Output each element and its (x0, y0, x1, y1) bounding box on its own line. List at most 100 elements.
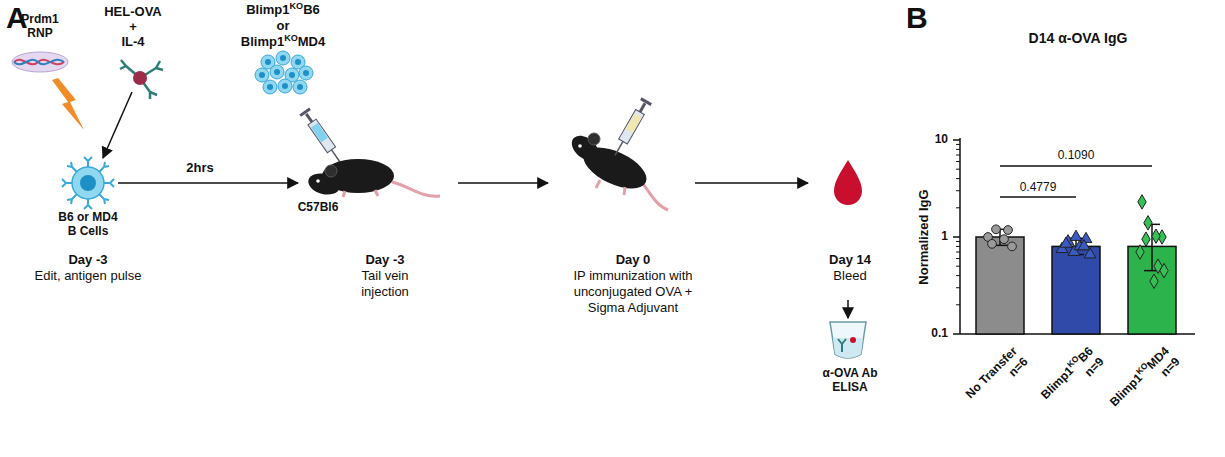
text-line: IL-4 (104, 34, 162, 49)
text-line: Day 14 (829, 252, 871, 268)
data-point (1144, 216, 1152, 230)
data-point (1008, 242, 1017, 251)
label-text: B6 or MD4 B Cells (58, 210, 117, 238)
label-text: + (129, 19, 137, 34)
label-text: B (906, 1, 928, 34)
label-text: Blimp1 (241, 34, 284, 49)
text-group: 2hrs (186, 160, 213, 176)
label-text: Blimp1 (246, 2, 289, 17)
text-line: Blimp1KOMD4 (241, 34, 325, 50)
text-group: Day -3Tail vein injection (345, 252, 425, 300)
text-group: 0.1 (931, 326, 948, 340)
data-point (1000, 235, 1009, 244)
label-text: Day -3 (68, 252, 107, 267)
data-point (1078, 240, 1090, 250)
text-line: Bleed (829, 268, 871, 284)
label-text: 0.4779 (1020, 180, 1057, 194)
antigen-icon (120, 60, 163, 99)
significance-lines (1000, 166, 1152, 197)
text-group: Prdm1 RNP (14, 12, 66, 40)
text-line: B6 or MD4 B Cells (55, 210, 121, 238)
arrow (458, 182, 548, 184)
text-line: Day 0 (558, 252, 708, 268)
blood-drop (834, 160, 862, 205)
text-line: D14 α-OVA IgG (1029, 30, 1128, 47)
text-line: IP immunization with unconjugated OVA + … (558, 268, 708, 316)
text-line: 10 (935, 132, 948, 146)
text-line: 0.1 (931, 326, 948, 340)
text-line: 1 (941, 229, 948, 243)
label-text: IP immunization with unconjugated OVA + … (574, 268, 693, 315)
text-group: D14 α-OVA IgG (1029, 30, 1128, 47)
text-line: or (241, 18, 325, 34)
text-line: 0.1090 (1058, 148, 1095, 162)
label-text: Day 14 (829, 252, 871, 267)
text-line: 0.4779 (1020, 180, 1057, 194)
label-text: D14 α-OVA IgG (1029, 30, 1128, 46)
data-point (1138, 195, 1146, 209)
label-text: Prdm1 RNP (21, 12, 58, 40)
superscript: KO (290, 1, 304, 11)
data-point (1070, 230, 1082, 240)
label-text: or (277, 18, 290, 33)
data-points (984, 195, 1169, 289)
text-line: Tail vein injection (345, 268, 425, 300)
bar (976, 237, 1024, 334)
mouse (567, 131, 668, 210)
data-point (988, 239, 997, 248)
elisa-well (830, 322, 866, 358)
text-line: Prdm1 RNP (14, 12, 66, 40)
text-group: 1 (941, 229, 948, 243)
text-line: α-OVA Ab ELISA (821, 366, 879, 394)
text-group: Day -3Edit, antigen pulse (35, 252, 142, 284)
data-point (1150, 274, 1158, 288)
text-line: B (906, 0, 928, 36)
bar (1052, 246, 1100, 334)
arrow (695, 182, 808, 184)
text-group: Day 0IP immunization with unconjugated O… (558, 252, 708, 316)
electroporation-bolt (52, 78, 84, 130)
bars (976, 237, 1176, 334)
b-cell (62, 157, 114, 209)
text-line: + (104, 19, 162, 34)
label-text: 0.1 (931, 326, 948, 340)
label-text: Edit, antigen pulse (35, 268, 142, 283)
label-text: Normalized IgG (916, 189, 931, 284)
text-line: HEL-OVA (104, 4, 162, 19)
text-line: C57Bl6 (298, 200, 339, 214)
label-text: IL-4 (121, 34, 144, 49)
label-text: B6 (303, 2, 320, 17)
text-line: Blimp1KOMD4 (1107, 344, 1173, 410)
mouse (306, 159, 440, 198)
label-text: 1 (941, 229, 948, 243)
syringe (610, 99, 651, 159)
data-point (1060, 237, 1072, 247)
error-bars (992, 224, 1160, 270)
text-line: 2hrs (186, 160, 213, 176)
label-text: Blimp1 (1038, 364, 1076, 402)
label-text: 0.1090 (1058, 148, 1095, 162)
label-text: Bleed (833, 268, 866, 283)
text-group: HEL-OVA+IL-4 (104, 4, 162, 49)
data-point (1136, 245, 1144, 259)
text-group: Day 14Bleed (829, 252, 871, 284)
label-text: α-OVA Ab ELISA (823, 366, 878, 394)
arrow (103, 92, 132, 158)
syringe (300, 109, 345, 167)
text-group: Blimp1KOMD4n=9 (1107, 344, 1183, 420)
text-group: B (906, 0, 928, 36)
text-line: Edit, antigen pulse (35, 268, 142, 284)
text-group: 0.1090 (1058, 148, 1095, 162)
text-line: Day -3 (345, 252, 425, 268)
data-point (1080, 232, 1092, 242)
text-group: B6 or MD4 B Cells (55, 210, 121, 238)
text-group: 10 (935, 132, 948, 146)
label-text: C57Bl6 (298, 200, 339, 214)
label-text: MD4 (298, 34, 325, 49)
rnp-icon (12, 52, 68, 72)
arrow (847, 300, 849, 318)
text-group: Blimp1KOB6n=9 (1038, 344, 1107, 413)
data-point (1142, 232, 1150, 246)
label-text: Day -3 (365, 252, 404, 267)
